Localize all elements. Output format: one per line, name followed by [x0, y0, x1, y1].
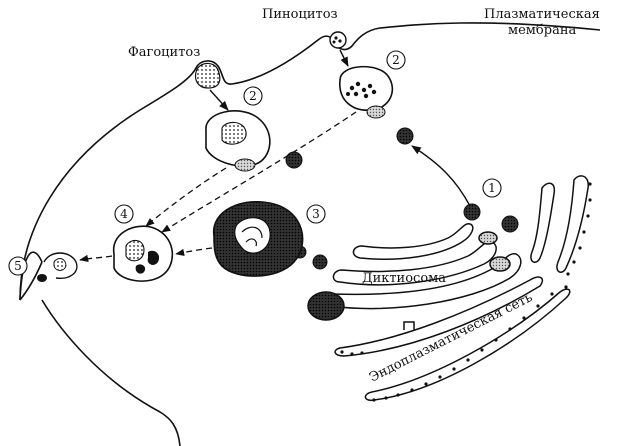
phagosome: [206, 111, 270, 171]
label-pinocytosis: Пиноцитоз: [262, 7, 338, 22]
residual-body: [37, 253, 77, 282]
arrow-golgi-to-pinosome: [412, 146, 470, 206]
svg-text:5: 5: [14, 259, 22, 273]
phagocytosis-particle: [196, 63, 220, 88]
svg-text:1: 1: [488, 181, 496, 195]
arrow-phagosome-to-lysosome: [146, 168, 226, 226]
marker-2-left: 2: [244, 87, 262, 105]
secondary-lysosome: [114, 226, 173, 281]
arrow-phago-down: [210, 90, 228, 110]
arrow-lysosome-to-exit: [80, 256, 112, 260]
label-dictyosome: Диктиосома: [362, 271, 446, 286]
svg-text:4: 4: [120, 207, 128, 221]
marker-4: 4: [115, 205, 133, 223]
plasma-membrane: [20, 23, 600, 446]
pinocytosis-vesicle: [330, 32, 346, 48]
autophagic-vacuole: [214, 202, 303, 276]
label-plasma-membrane-2: мембрана: [508, 23, 576, 38]
marker-2-right: 2: [387, 51, 405, 69]
arrow-vacuole-to-lysosome: [176, 248, 212, 254]
svg-text:2: 2: [392, 53, 400, 67]
svg-text:3: 3: [312, 207, 320, 221]
label-plasma-membrane-1: Плазматическая: [484, 7, 600, 22]
marker-5: 5: [9, 257, 27, 275]
arrow-pino-down: [340, 50, 348, 66]
label-phagocytosis: Фагоцитоз: [128, 45, 200, 60]
pinosome: [340, 67, 393, 118]
marker-1: 1: [483, 179, 501, 197]
svg-text:2: 2: [249, 89, 257, 103]
marker-3: 3: [307, 205, 325, 223]
